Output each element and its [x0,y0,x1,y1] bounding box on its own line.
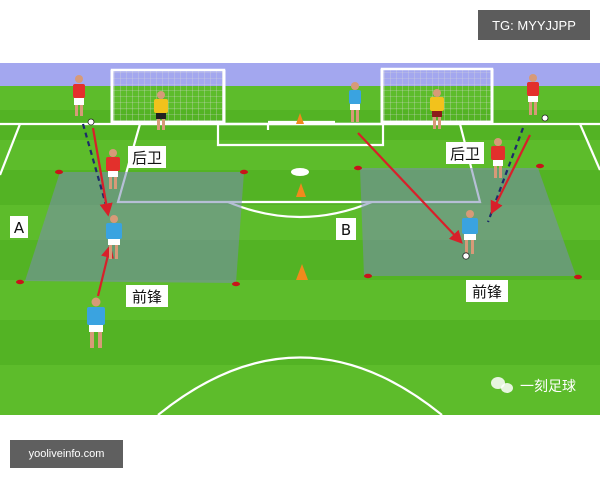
wechat-account-name: 一刻足球 [520,379,576,395]
forward-a [106,215,122,259]
defender-a-label-bg [128,146,166,168]
zone-b-letter-bg [336,218,356,240]
player-blue-bottom [87,297,105,348]
defender-a [106,149,120,189]
zone-a-letter: A [14,219,25,237]
telegram-watermark: TG: MYYJJPP [478,10,590,40]
player-red-top-left [73,75,95,126]
zone-a-letter-bg [10,216,28,238]
goalkeeper-left [154,91,168,130]
training-drill-diagram: 后卫 后卫 前锋 前锋 A B 一刻足球 [0,63,600,415]
zone-a [25,172,244,283]
defender-b-label: 后卫 [450,145,480,163]
forward-b [462,210,478,260]
forward-b-label: 前锋 [472,283,502,301]
goalkeeper-right [430,89,444,129]
zone-b-letter: B [341,221,351,239]
cone-markers [16,163,582,287]
movement-paths [81,123,531,297]
player-blue-top [349,82,361,122]
defender-b-label-bg [446,142,484,164]
defender-a-label: 后卫 [132,149,162,167]
defender-b [491,138,505,178]
forward-b-label-bg [466,280,508,302]
penalty-spot [291,168,309,176]
left-goal [110,68,226,124]
forward-a-label-bg [126,285,168,307]
orange-cones [296,113,308,280]
site-watermark: yooliveinfo.com [10,440,123,468]
forward-a-label: 前锋 [132,288,162,306]
player-red-top-right [527,74,549,122]
wechat-icon [491,377,513,393]
wechat-watermark: 一刻足球 [491,377,576,395]
